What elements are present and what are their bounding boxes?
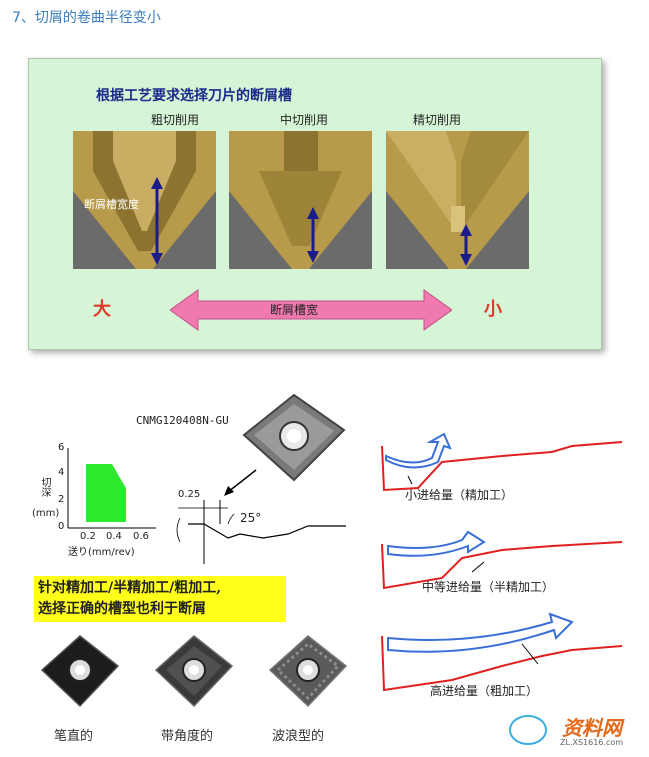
rough-groove-photo [73,131,216,269]
groove-width-arrow-label: 断屑槽宽 [270,303,319,317]
y-tick-4: 4 [58,467,65,478]
watermark-url: ZL.XS1616.com [560,738,624,747]
y-axis-unit: (mm) [32,508,60,519]
groove-width-label: 断屑槽宽度 [84,198,139,211]
double-arrow [170,289,452,331]
scale-big-label: 大 [93,299,111,320]
label-rough: 粗切削用 [151,113,200,127]
angle-value: 25° [240,511,262,525]
insert-wavy-photo [268,635,348,708]
x-tick-02: 0.2 [80,531,96,542]
x-axis-label: 送り(mm/rev) [68,547,135,558]
insert-photo [242,393,346,482]
insert-angled-photo [154,635,234,708]
feed-diagrams [381,432,623,692]
y-tick-6: 6 [58,442,65,453]
yellow-highlight-box [34,576,286,622]
scale-small-label: 小 [484,299,502,320]
dimension-value: 0.25 [178,489,201,500]
y-tick-0: 0 [58,521,65,532]
panel-title: 根据工艺要求选择刀片的断屑槽 [96,88,292,104]
feed-label-high: 高进给量（粗加工） [430,684,539,698]
y-axis-label: 切深 [39,477,50,497]
label-finish: 精切削用 [413,113,462,127]
note-line-1: 针对精加工/半精加工/粗加工, [38,580,222,596]
medium-groove-photo [229,131,372,269]
shape-label-angled: 带角度的 [161,729,214,744]
x-tick-04: 0.4 [106,531,122,542]
note-line-2: 选择正确的槽型也利于断屑 [38,601,206,617]
feed-label-small: 小进给量（精加工） [405,488,514,502]
insert-model-number: CNMG120408N-GU [136,414,229,427]
feed-depth-chart [67,448,156,529]
y-tick-2: 2 [58,494,65,505]
insert-straight-photo [40,635,120,708]
feed-label-medium: 中等进给量（半精加工） [422,580,555,594]
watermark-logo-icon [509,715,547,745]
watermark-text: 资料网 [562,716,622,740]
pointer-arrow [224,469,257,496]
label-medium: 中切削用 [280,113,329,127]
finish-groove-photo [386,131,529,269]
x-tick-06: 0.6 [133,531,149,542]
shape-label-wavy: 波浪型的 [272,729,325,744]
section-heading: 7、切屑的卷曲半径变小 [12,10,161,26]
shape-label-straight: 笔直的 [54,729,94,744]
edge-profile-diagram [176,500,346,564]
